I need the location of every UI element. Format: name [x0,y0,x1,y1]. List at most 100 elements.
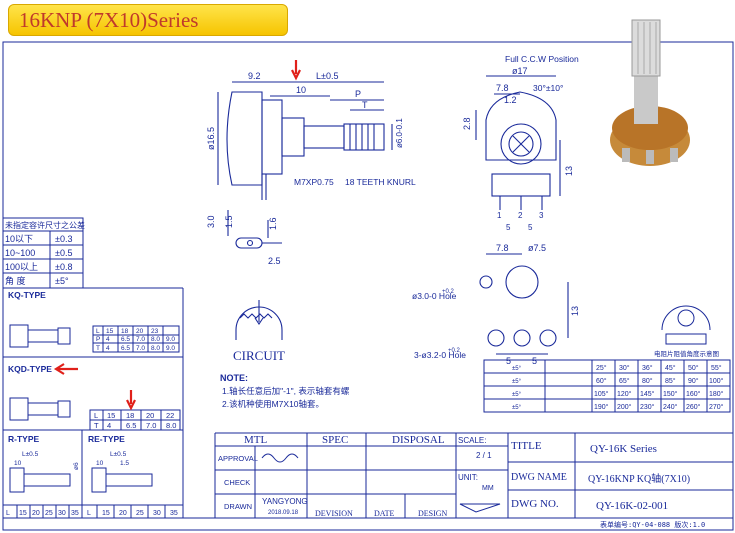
bl-11: 35 [170,510,178,517]
at-1-4: 90° [688,377,699,385]
kq-r1-c1: 15 [106,328,114,335]
series-title: 16KNP (7X10)Series [19,8,199,32]
kqd-r2-c3: 7.0 [146,421,156,430]
projection-icon [459,503,501,513]
hole-1-label: ø3.0-0 Hole [412,291,457,301]
bl-6: L [87,510,91,517]
kq-r3-c2: 6.5 [121,345,130,352]
retype-l: L±0.5 [110,451,127,458]
kq-r3-c1: 4 [106,345,110,352]
at-1-3: 85° [665,377,676,385]
kqd-r1-c0: L [94,411,98,420]
kq-drawing [9,324,71,348]
tb-title: QY-16K Series [590,443,657,455]
bl-5: 35 [71,510,79,517]
ccw-label: Full C.C.W Position [505,54,579,64]
bl-7: 15 [102,510,110,517]
pcb-dim-5a: 5 [506,356,511,366]
terminal-detail [227,210,282,249]
pin-3: 3 [539,211,544,220]
at-0-3: 45° [665,364,676,372]
note-2: 2.该机种使用M7X10轴套。 [222,399,324,409]
bl-1: 15 [19,510,27,517]
at-2-0: 105° [594,390,609,398]
kq-r2-c5: 9.0 [166,336,175,343]
dim-3-0: 3.0 [206,215,216,228]
kqd-r1-c4: 22 [166,411,174,420]
dim-p: P [355,89,361,99]
tb-check: CHECK [224,478,250,487]
bl-10: 30 [153,510,161,517]
dim-l: L±0.5 [316,71,338,81]
approval-signature-icon [261,453,299,463]
bl-4: 30 [58,510,66,517]
tb-footer: 表单编号:QY-04-088 版次:1.0 [600,520,705,529]
angle-table: ±5° ±5° ±5° ±5° 25° 30° 36° 45° 50° 55° … [512,364,724,411]
kq-r2-c0: P [96,336,100,343]
pin-1: 1 [497,211,502,220]
tb-dwg-no-label: DWG NO. [511,498,559,510]
kq-r1-c3: 20 [136,328,144,335]
at-3-2: 230° [640,403,655,411]
pcb-layout [479,253,569,355]
note-1: 1.轴长任意后加"-1", 表示轴套有螺 [222,386,350,396]
tb-drawn: DRAWN [224,502,252,511]
kq-r1-c4: 23 [151,328,159,335]
bl-9: 25 [136,510,144,517]
tb-dwg-no: QY-16K-02-001 [596,500,668,512]
tb-disposal: DISPOSAL [392,434,445,446]
dim-1-2: 1.2 [504,95,517,105]
tol-r1-a: 10以下 [5,234,33,244]
pcb-dim-5b: 5 [532,356,537,366]
arrow-icon [291,60,301,81]
at-0-4: 50° [688,364,699,372]
bl-2: 20 [32,510,40,517]
series-banner: 16KNP (7X10)Series [8,4,288,36]
angle-table-header: 电阻片阻值角度示意图 [654,349,719,358]
arrow-icon [126,390,136,411]
product-photo-icon [610,19,690,166]
bottom-l-row: L 15 20 25 30 35 L 15 20 25 30 35 [6,510,178,517]
dim-5b: 5 [528,223,533,232]
at-l3: ±5° [512,405,522,411]
kq-r3-c3: 7.0 [136,345,145,352]
tb-approval: APPROVAL [218,454,258,463]
hole-1-tol: +0.2 [442,289,455,295]
kq-r2-c2: 6.5 [121,336,130,343]
hole-2-tol: +0.2 [448,348,461,354]
circuit-label: CIRCUIT [233,348,285,363]
kqd-r1-c2: 18 [126,411,134,420]
dim-1-5: 1.5 [224,215,234,228]
kq-r2-c1: 4 [106,336,110,343]
rtype-label: R-TYPE [8,434,40,444]
kqd-label: KQD-TYPE [8,364,52,374]
at-2-1: 120° [617,390,632,398]
kq-r1-c0: L [96,328,100,335]
kq-r2-c4: 8.0 [151,336,160,343]
dim-1-6: 1.6 [268,217,278,230]
at-0-5: 55° [711,364,722,372]
tol-header: 未指定容许尺寸之公差 [5,220,85,230]
tol-r1-b: ±0.3 [55,234,72,244]
tb-scale: 2 / 1 [476,451,492,460]
dim-7-8: 7.8 [496,83,509,93]
tb-division: DEVISION [315,509,353,518]
kq-r2-c3: 7.0 [136,336,145,343]
tb-unit-label: UNIT: [458,473,478,482]
tb-title-label: TITLE [511,440,542,452]
dim-10: 10 [296,85,306,95]
at-0-1: 30° [619,364,630,372]
dim-2-5: 2.5 [268,256,281,266]
at-1-2: 80° [642,377,653,385]
tol-r2-a: 10~100 [5,248,35,258]
retype-label: RE-TYPE [88,434,125,444]
pin-2: 2 [518,211,523,220]
at-3-5: 270° [709,403,724,411]
retype-10: 10 [96,460,104,467]
dim-2-8: 2.8 [462,117,472,130]
kqd-r2-c4: 8.0 [166,421,176,430]
resistor-angle-figure [661,305,711,345]
dim-16-5: ø16.5 [206,127,216,150]
at-1-0: 60° [596,377,607,385]
